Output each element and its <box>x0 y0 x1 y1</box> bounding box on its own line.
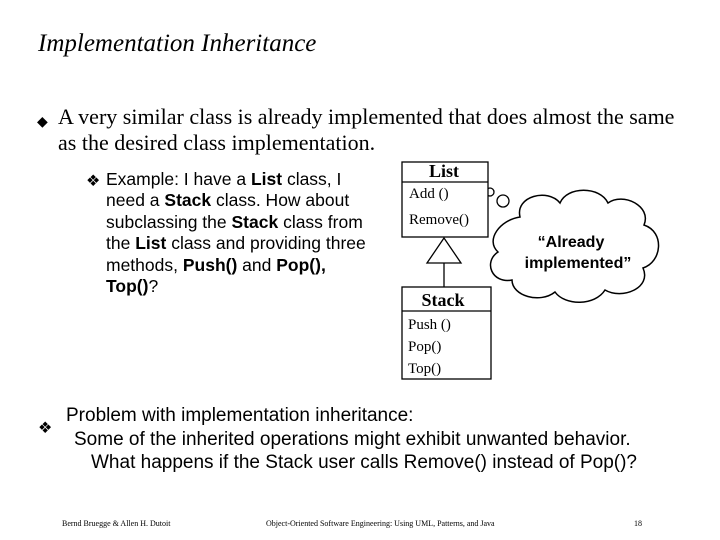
subbullet-text-run: class. How about subclassing the <box>106 190 350 232</box>
bullet-2-text: Problem with implementation inheritance:… <box>66 404 706 475</box>
stack-class-box: Stack Push () Pop() Top() <box>401 286 492 380</box>
subbullet-text-run: class and providing three methods, <box>106 233 366 275</box>
subbullet-bold-term: List <box>250 169 283 189</box>
stack-op-pop: Pop() <box>408 339 441 355</box>
bullet-diamond-icon: ◆ <box>37 115 48 130</box>
bullet-2-marker-icon: ❖ <box>38 420 53 437</box>
stack-op-push: Push () <box>408 317 451 333</box>
subbullet-text-run: class from the <box>106 211 363 254</box>
footer-page-number: 18 <box>634 519 642 528</box>
list-op-remove: Remove() <box>409 212 469 228</box>
list-class-name: List <box>429 161 459 181</box>
subbullet-text-run: and <box>237 254 277 275</box>
bullet-2-line-2: Some of the inherited operations might e… <box>74 428 631 450</box>
subbullet-text-run: Example: I have a <box>106 169 251 189</box>
stack-op-top: Top() <box>408 361 441 377</box>
bullet-1-text: A very similar class is already implemen… <box>58 104 675 155</box>
footer-authors: Bernd Bruegge & Allen H. Dutoit <box>62 519 171 528</box>
cloud-text-line-1: “Already <box>538 234 605 251</box>
list-op-add: Add () <box>409 186 449 202</box>
subbullet-bold-term: Pop(), Top() <box>106 254 326 297</box>
subbullet-bold-term: Stack <box>164 190 212 211</box>
subbullet-text-run: class, I need a <box>106 169 342 211</box>
subbullet-bold-term: List <box>135 233 167 254</box>
cloud-shape <box>489 189 660 303</box>
bullet-2-line-1: Problem with implementation inheritance: <box>66 405 414 426</box>
subbullet-text-run: ? <box>148 276 159 297</box>
cloud-text-line-2: implemented” <box>525 255 632 272</box>
list-class-box: List Add () Remove() <box>401 161 489 238</box>
inheritance-triangle <box>425 236 463 264</box>
subbullet-bold-term: Stack <box>231 211 279 232</box>
thought-dot-large <box>496 194 510 208</box>
footer-book-title: Object-Oriented Software Engineering: Us… <box>266 519 495 528</box>
stack-class-name: Stack <box>421 290 464 310</box>
subbullet-marker-icon: ❖ <box>86 173 101 190</box>
bullet-2-line-3: What happens if the Stack user calls Rem… <box>91 452 637 473</box>
subbullet-example-text: Example: I have a List class, I need a S… <box>106 169 368 297</box>
subbullet-bold-term: Push() <box>182 254 238 275</box>
slide-title: Implementation Inheritance <box>38 30 317 57</box>
